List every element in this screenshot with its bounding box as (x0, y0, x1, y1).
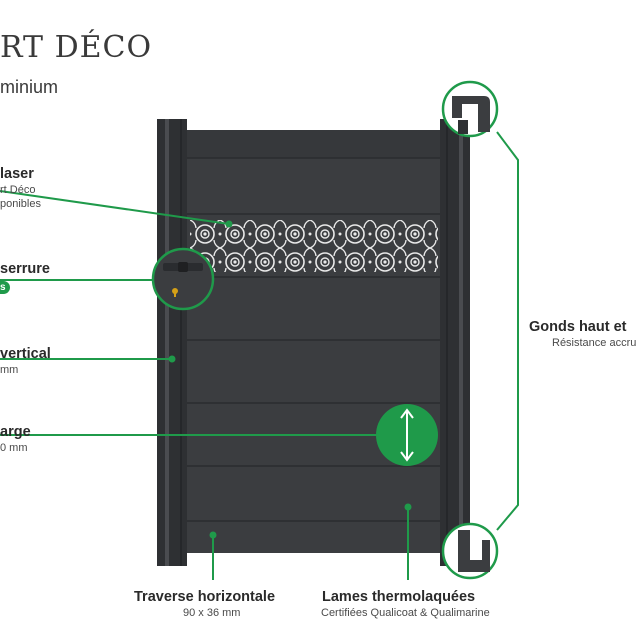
top-hinge-callout (441, 80, 499, 138)
label-lames-title: Lames thermolaquées (322, 589, 476, 605)
brand-subtitle: minium (0, 77, 59, 97)
traverse-marker (209, 531, 217, 539)
lames-marker (404, 503, 412, 511)
label-laser-line2: ponibles (0, 198, 41, 210)
laser-cut-panel (190, 220, 438, 272)
bottom-hinge-callout (441, 522, 499, 580)
leader-lines (0, 131, 519, 580)
label-vertical-sub: mm (0, 364, 19, 376)
gate-panel (187, 130, 440, 553)
brand-title: RT DÉCO (0, 30, 153, 65)
label-vertical-title: vertical (0, 346, 51, 362)
right-post (440, 119, 470, 566)
label-large-title: arge (0, 424, 31, 440)
label-traverse-sub: 90 x 36 mm (183, 607, 241, 619)
lock-callout (151, 247, 215, 311)
vertical-marker (168, 355, 176, 363)
label-laser-line1: rt Déco (0, 184, 36, 196)
label-serrure-title: serrure (0, 261, 50, 277)
label-gonds-title: Gonds haut et (529, 319, 627, 335)
label-lames-sub: Certifiées Qualicoat & Qualimarine (321, 607, 490, 619)
label-laser-title: laser (0, 166, 34, 182)
left-post (157, 119, 187, 566)
laser-marker (225, 220, 233, 228)
label-traverse-title: Traverse horizontale (134, 589, 276, 605)
label-serrure-badge: s (0, 281, 10, 294)
label-gonds-sub: Résistance accru (552, 337, 637, 349)
width-callout (376, 404, 438, 466)
label-large-sub: 0 mm (0, 442, 28, 454)
